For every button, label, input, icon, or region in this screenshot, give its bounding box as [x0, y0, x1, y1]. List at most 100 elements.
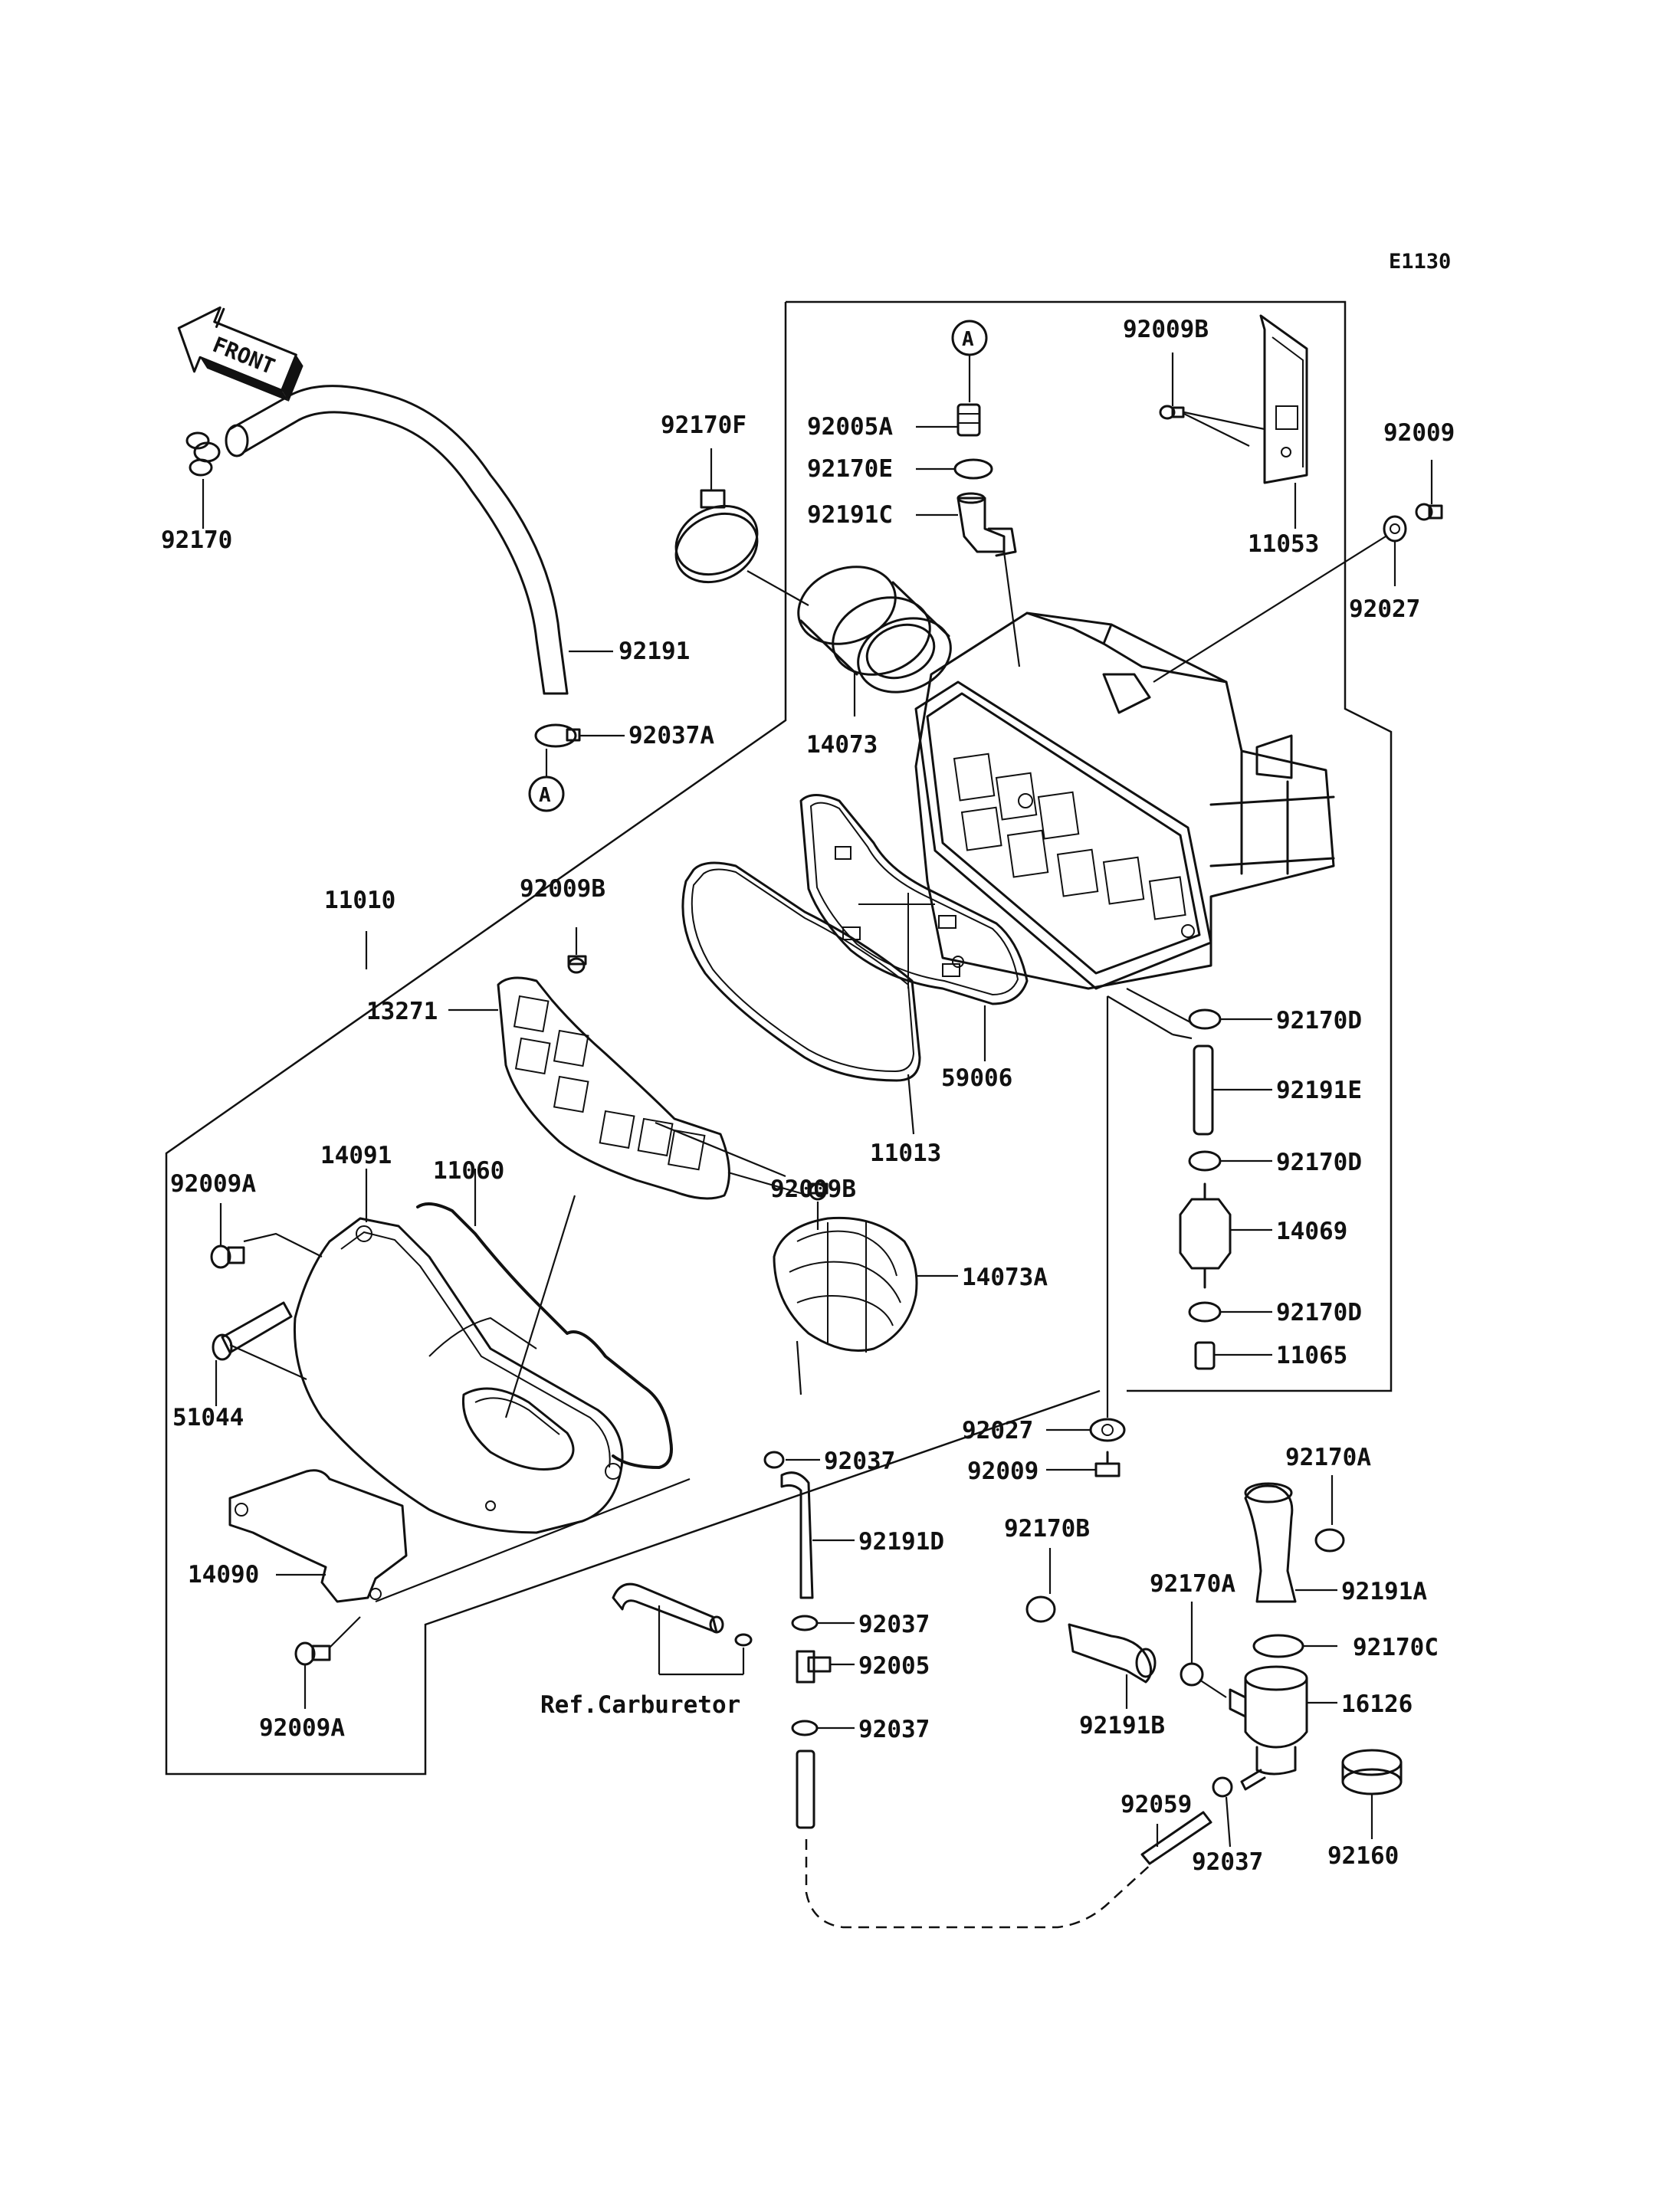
clip-92170D-3	[1188, 1301, 1272, 1323]
front-arrow-icon: FRONT	[177, 306, 304, 402]
label-11010: 11010	[324, 887, 395, 914]
label-92170D-3: 92170D	[1276, 1299, 1362, 1326]
label-92009A-low: 92009A	[259, 1714, 345, 1742]
label-14073A: 14073A	[962, 1264, 1048, 1291]
washer-92027-low	[1046, 1418, 1126, 1442]
fitting-92191C	[916, 492, 1021, 667]
label-92191D: 92191D	[858, 1528, 944, 1556]
svg-text:A: A	[962, 328, 974, 351]
bracket-14090	[228, 1469, 691, 1603]
label-92160: 92160	[1327, 1842, 1399, 1870]
label-92037-2: 92037	[858, 1611, 930, 1638]
label-92009B-top: 92009B	[1123, 316, 1209, 343]
screw-92009B-low	[727, 1171, 829, 1230]
shaft-51044	[212, 1301, 307, 1406]
ref-marker-a-top: A	[951, 320, 988, 402]
tube-92059	[1140, 1811, 1212, 1865]
label-11013: 11013	[870, 1139, 941, 1167]
label-92170D-2: 92170D	[1276, 1149, 1362, 1176]
bracket-11053	[1259, 314, 1308, 529]
screw-92009B-top	[1159, 353, 1265, 447]
screw-92009A-top	[210, 1203, 323, 1269]
filter-element-11013	[681, 861, 921, 1135]
label-92037-3: 92037	[858, 1716, 930, 1743]
label-92170A-1: 92170A	[1285, 1444, 1371, 1471]
label-92027-low: 92027	[962, 1417, 1033, 1444]
tube-92191E	[1193, 1044, 1272, 1136]
ref-marker-a-bottom: A	[528, 749, 565, 812]
clip-92170C	[1252, 1634, 1337, 1658]
label-92170: 92170	[161, 526, 232, 554]
label-11060: 11060	[433, 1157, 504, 1185]
label-16126: 16126	[1341, 1690, 1413, 1718]
label-92170B: 92170B	[1004, 1515, 1090, 1543]
gasket-11060	[416, 1169, 673, 1469]
label-92005: 92005	[858, 1652, 930, 1680]
label-11065: 11065	[1276, 1342, 1347, 1369]
intake-boot-14073A	[773, 1216, 958, 1395]
screw-92009-low	[1046, 1451, 1121, 1477]
label-92037-4: 92037	[1192, 1848, 1263, 1876]
label-14091: 14091	[320, 1142, 392, 1169]
screw-92009B-mid	[567, 927, 587, 974]
valve-16126	[1229, 1665, 1337, 1791]
clip-92170A-2	[1180, 1602, 1227, 1698]
screw-92009-top	[1415, 460, 1443, 521]
filter-frame-59006	[799, 794, 1029, 1061]
element-holder-13271	[448, 976, 786, 1200]
clip-92037-2	[791, 1615, 855, 1631]
label-92170A-2: 92170A	[1150, 1570, 1235, 1598]
clip-92037-1	[763, 1451, 820, 1469]
drain-tube	[796, 1749, 1154, 1929]
clip-92037A	[534, 723, 625, 748]
label-92009B-low: 92009B	[770, 1176, 856, 1203]
label-14069: 14069	[1276, 1218, 1347, 1245]
label-11053: 11053	[1248, 530, 1319, 558]
label-92027-top: 92027	[1349, 595, 1420, 623]
breather-hose-92191	[225, 385, 569, 695]
label-92170D-1: 92170D	[1276, 1007, 1362, 1035]
clip-92037-3	[791, 1720, 855, 1736]
fitting-92005	[796, 1650, 855, 1684]
label-92191A: 92191A	[1341, 1578, 1427, 1605]
diagram-code: E1130	[1389, 250, 1451, 274]
label-14073: 14073	[806, 731, 878, 759]
clip-92170B	[1025, 1548, 1056, 1623]
cap-92005A	[916, 403, 981, 437]
label-92170F: 92170F	[661, 412, 746, 439]
label-92009-low: 92009	[967, 1458, 1039, 1485]
label-92191C: 92191C	[807, 501, 893, 529]
label-92059: 92059	[1121, 1791, 1192, 1818]
label-92170E: 92170E	[807, 455, 893, 483]
clip-92170E	[916, 458, 993, 480]
clip-92170D-2	[1188, 1150, 1272, 1172]
label-92037-1: 92037	[824, 1448, 895, 1475]
label-51044: 51044	[172, 1404, 244, 1431]
ring-92160	[1341, 1749, 1403, 1839]
hose-92191D	[780, 1471, 855, 1599]
label-ref-carburetor: Ref.Carburetor	[540, 1691, 740, 1719]
label-13271: 13271	[366, 998, 438, 1025]
hose-92191B	[1068, 1623, 1157, 1709]
label-92037A: 92037A	[628, 722, 714, 749]
label-59006: 59006	[941, 1064, 1012, 1092]
ref-carburetor-hose	[612, 1582, 753, 1676]
label-92009-top: 92009	[1383, 419, 1455, 447]
svg-text:A: A	[539, 784, 551, 807]
air-cleaner-housing	[914, 612, 1335, 990]
assembly-frames	[165, 300, 1393, 1776]
label-92191B: 92191B	[1079, 1712, 1165, 1740]
clamp-92170F	[674, 448, 809, 606]
filter-14069	[1179, 1182, 1272, 1289]
housing-case-14091	[293, 1169, 624, 1534]
housing-window-grid	[953, 753, 1186, 920]
clip-92170	[185, 431, 221, 529]
clip-92170A-1	[1314, 1475, 1345, 1553]
label-92191E: 92191E	[1276, 1077, 1362, 1104]
washer-92027-top	[1153, 515, 1407, 683]
label-14090: 14090	[188, 1561, 259, 1589]
intake-duct-14073	[797, 566, 952, 716]
screw-92009A-low	[294, 1616, 361, 1709]
hose-92191A	[1244, 1482, 1337, 1603]
